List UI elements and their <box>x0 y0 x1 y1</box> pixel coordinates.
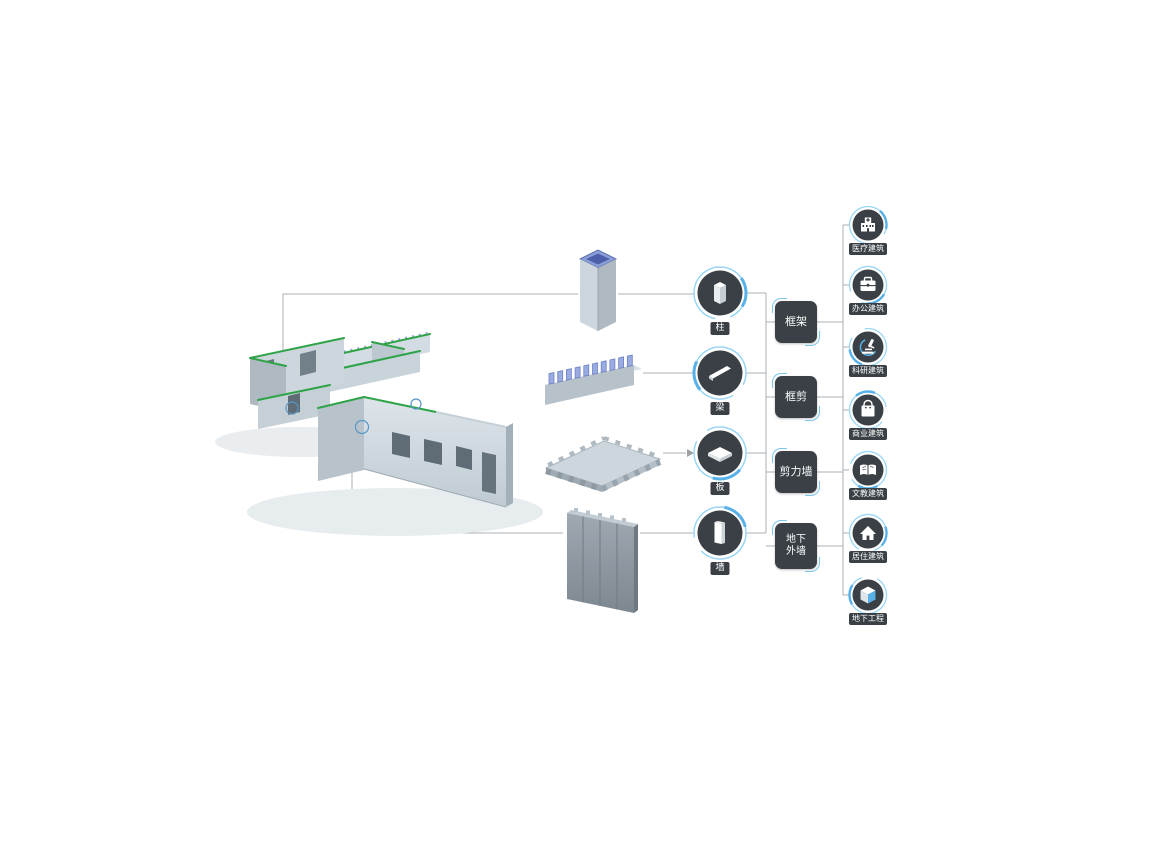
building-type-node-commercial <box>846 388 890 432</box>
system-node-frame: 框架 <box>772 298 820 346</box>
component-node-slab <box>691 424 749 482</box>
system-node-underground-wall: 地下 外墙 <box>772 520 820 572</box>
building-type-label-office: 办公建筑 <box>849 303 887 315</box>
shopping-bag-icon <box>861 399 875 417</box>
system-label-frame: 框架 <box>785 315 807 329</box>
system-node-shear-wall: 剪力墙 <box>772 448 820 496</box>
annotation-circle <box>354 419 370 435</box>
building-type-label-underground: 地下工程 <box>849 613 887 625</box>
slab-render <box>544 436 662 492</box>
annotation-circle <box>410 398 422 410</box>
component-label-slab: 板 <box>710 482 730 495</box>
component-label-beam: 梁 <box>710 402 730 415</box>
component-node-column <box>691 264 749 322</box>
system-node-frame-shear: 框剪 <box>772 373 820 421</box>
building-type-node-office <box>846 263 890 307</box>
microscope-icon <box>859 338 878 356</box>
component-label-column: 柱 <box>710 322 730 335</box>
flow-arrowhead <box>687 449 694 457</box>
beam-icon <box>709 366 731 381</box>
building-type-label-medical: 医疗建筑 <box>849 243 887 255</box>
system-label-frame-shear: 框剪 <box>785 390 807 404</box>
beam-render <box>545 354 642 405</box>
component-node-beam <box>691 344 749 402</box>
building-type-label-cultural: 文教建筑 <box>849 488 887 500</box>
building-type-node-underground <box>846 573 890 617</box>
system-label-underground-wall: 地下 外墙 <box>786 534 806 557</box>
system-label-shear-wall: 剪力墙 <box>779 465 813 479</box>
component-label-wall: 墙 <box>710 562 730 575</box>
building-type-node-research <box>846 325 890 369</box>
book-icon <box>860 464 876 475</box>
building-type-node-medical <box>846 203 890 247</box>
component-node-wall <box>691 504 749 562</box>
cube-icon <box>860 586 876 604</box>
hospital-icon <box>861 217 875 232</box>
wall-panel-render <box>567 508 638 613</box>
building-type-label-residential: 居住建筑 <box>849 551 887 563</box>
building-model-illustration <box>215 331 543 536</box>
slab-icon <box>708 447 732 462</box>
building-type-label-commercial: 商业建筑 <box>849 428 887 440</box>
building-type-label-research: 科研建筑 <box>849 365 887 377</box>
house-icon <box>860 526 876 540</box>
building-type-node-cultural <box>846 448 890 492</box>
briefcase-icon <box>860 276 876 291</box>
annotation-circle <box>285 401 299 415</box>
wall-icon <box>714 521 725 544</box>
column-render <box>578 249 618 331</box>
building-type-node-residential <box>846 511 890 555</box>
column-icon <box>714 282 726 304</box>
